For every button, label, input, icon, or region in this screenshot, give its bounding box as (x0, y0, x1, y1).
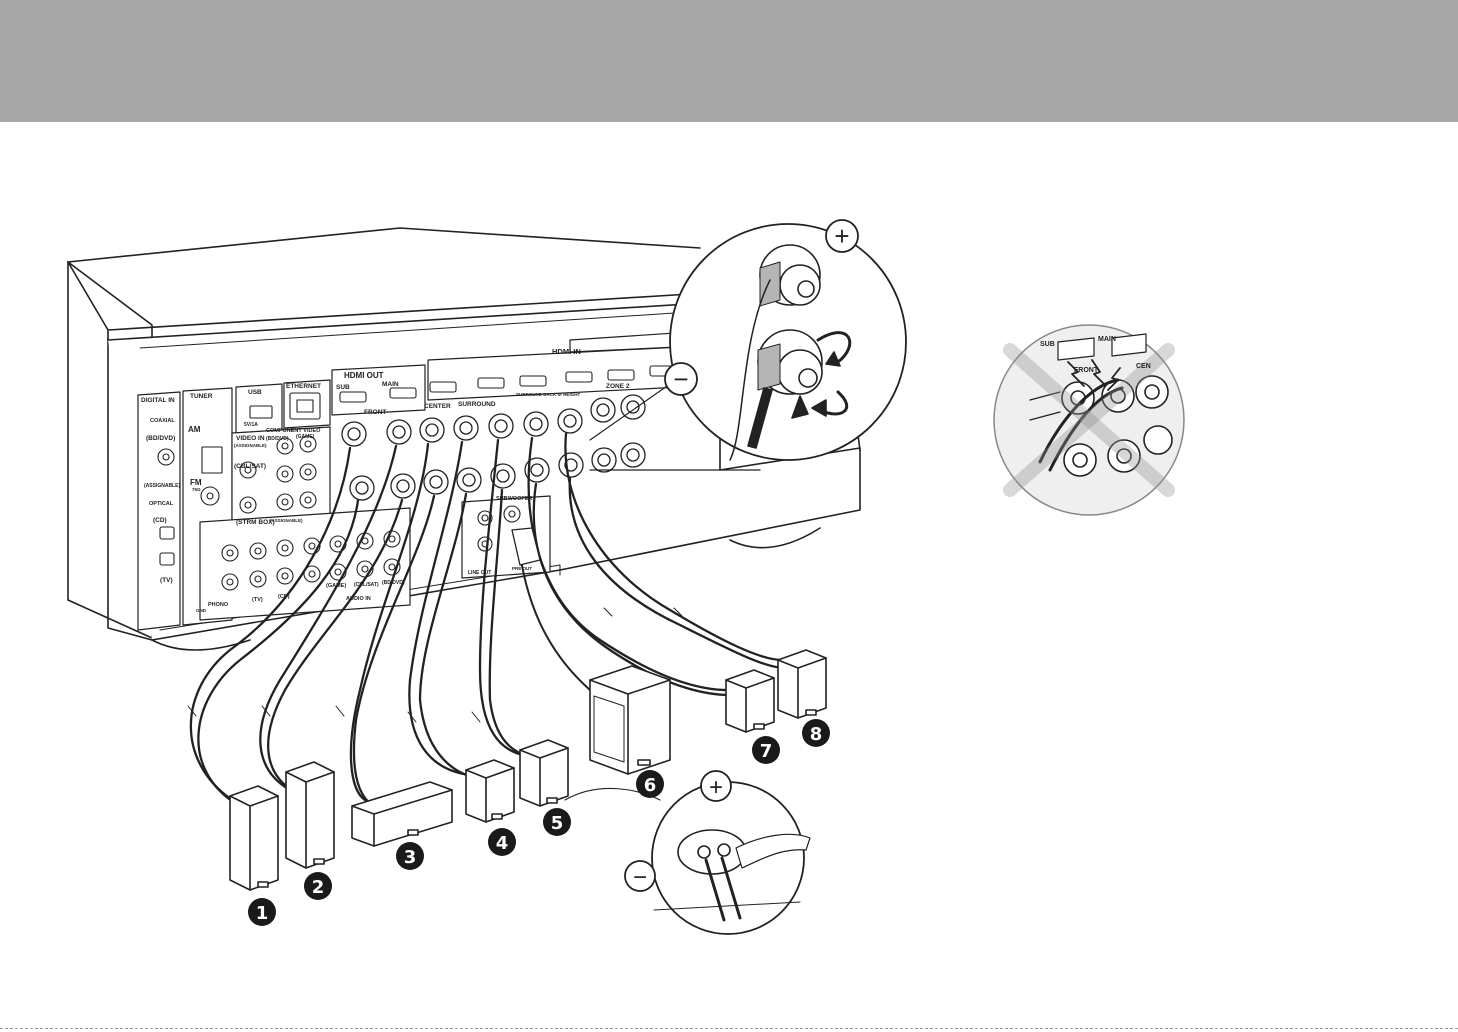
caution-label-front: FRONT (1074, 367, 1099, 374)
label-comp-game: (GAME) (296, 434, 315, 440)
label-audio-in: AUDIO IN (346, 596, 371, 602)
speaker-terminals-top (341, 394, 646, 447)
speaker-number-7: 7 (752, 736, 780, 764)
label-subwoofer: SUBWOOFER (496, 496, 532, 502)
speaker-1-front-left (229, 785, 279, 891)
label-center: CENTER (424, 403, 451, 410)
label-bd-dvd-coax: (BD/DVD) (146, 435, 175, 442)
caution-zoom-circle (993, 324, 1185, 516)
svg-text:8: 8 (810, 724, 823, 745)
label-hdmi-sub: SUB (336, 384, 350, 391)
label-assignable-comp: (ASSIGNABLE) (270, 518, 303, 523)
label-line-out: LINE OUT (468, 570, 491, 576)
label-audio-cbl: (CBL/SAT) (354, 582, 379, 588)
label-component-video: COMPONENT VIDEO (266, 428, 321, 434)
label-video-in: VIDEO IN (236, 435, 265, 442)
speaker-cables (189, 432, 787, 807)
speaker-number-1: 1 (248, 898, 276, 926)
svg-text:1: 1 (256, 903, 269, 924)
label-digital-in: DIGITAL IN (141, 397, 175, 404)
terminal-polarity-badges: + − + − (624, 219, 859, 892)
label-hdmi-out: HDMI OUT (344, 371, 384, 380)
label-audio-bd: (BD/DVD) (382, 580, 405, 586)
speaker-number-5: 5 (543, 808, 571, 836)
label-fm: FM (190, 478, 202, 487)
label-phono: PHONO (208, 602, 229, 608)
label-assignable-digital: (ASSIGNABLE) (144, 483, 180, 489)
svg-text:2: 2 (312, 877, 325, 898)
svg-text:+: + (709, 774, 723, 801)
plus-badge-sub: + (700, 770, 732, 802)
speaker-terminals-bottom (349, 442, 646, 501)
speaker-number-6: 6 (636, 770, 664, 798)
speaker-6-subwoofer (589, 665, 671, 775)
speaker-2-front-right (285, 761, 335, 869)
minus-badge-terminal: − (664, 362, 698, 396)
minus-badge-sub: − (624, 860, 656, 892)
label-cd: (CD) (153, 517, 167, 524)
label-comp-bd-dvd: (BD/DVD) (266, 436, 289, 442)
label-optical: OPTICAL (149, 501, 174, 507)
label-ethernet: ETHERNET (286, 383, 321, 390)
speaker-number-2: 2 (304, 872, 332, 900)
rca-jacks (157, 435, 521, 591)
speaker-number-3: 3 (396, 842, 424, 870)
label-audio-tv: (TV) (252, 597, 263, 603)
header-band (0, 0, 1458, 122)
label-strm-box: (STRM BOX) (236, 519, 275, 526)
svg-text:−: − (633, 864, 647, 891)
label-zone2: ZONE 2 (606, 383, 630, 390)
label-coaxial: COAXIAL (150, 418, 175, 424)
caution-label-main: MAIN (1098, 336, 1116, 343)
label-tv-optical: (TV) (160, 577, 173, 584)
footer-rule (0, 1028, 1458, 1029)
svg-text:6: 6 (644, 775, 657, 796)
label-front: FRONT (364, 409, 386, 416)
label-tuner: TUNER (190, 393, 213, 400)
svg-text:4: 4 (496, 833, 509, 854)
cable-leader-ticks (187, 607, 683, 723)
plus-badge-terminal: + (825, 219, 859, 253)
svg-text:7: 7 (760, 741, 773, 762)
label-surround: SURROUND (458, 401, 496, 408)
speaker-3-center (351, 781, 453, 847)
label-pre-out: PRE OUT (512, 566, 532, 571)
label-usb-rating: 5V/1A (244, 422, 258, 428)
label-usb: USB (248, 389, 262, 396)
label-surround-back: SURROUND BACK or HEIGHT (516, 392, 581, 397)
label-hdmi-main: MAIN (382, 381, 399, 388)
svg-text:3: 3 (404, 847, 417, 868)
panel-labels: DIGITAL IN COAXIAL (BD/DVD) (ASSIGNABLE)… (141, 347, 630, 613)
sub-zoom-callout (564, 781, 811, 935)
speaker-number-4: 4 (488, 828, 516, 856)
speaker-7-surround-back-left (725, 669, 775, 733)
speaker-number-8: 8 (802, 719, 830, 747)
label-audio-game: (GAME) (326, 583, 346, 589)
svg-text:−: − (673, 364, 688, 394)
label-hdmi-in: HDMI IN (552, 347, 581, 356)
svg-text:5: 5 (551, 813, 564, 834)
label-assignable-video: (ASSIGNABLE) (234, 443, 267, 448)
label-audio-cd: (CD) (278, 594, 290, 600)
speaker-8-surround-back-right (777, 649, 827, 719)
caution-label-sub: SUB (1040, 341, 1055, 348)
svg-text:+: + (834, 221, 849, 251)
label-cbl-sat: (CBL/SAT) (234, 463, 266, 470)
terminal-zoom-callout (589, 223, 907, 471)
label-gnd: GND (196, 608, 207, 613)
speaker-4-surround-left (465, 759, 515, 823)
label-fm-ohm: 75Ω (192, 487, 201, 492)
speaker-number-badges: 1 2 3 4 5 6 7 8 (248, 719, 830, 926)
caution-zoom-labels: SUB MAIN FRONT CEN (1040, 336, 1151, 374)
speaker-5-surround-right (519, 739, 569, 807)
hdmi-jacks (249, 365, 677, 420)
label-am: AM (188, 425, 201, 434)
caution-label-center: CEN (1136, 363, 1151, 370)
